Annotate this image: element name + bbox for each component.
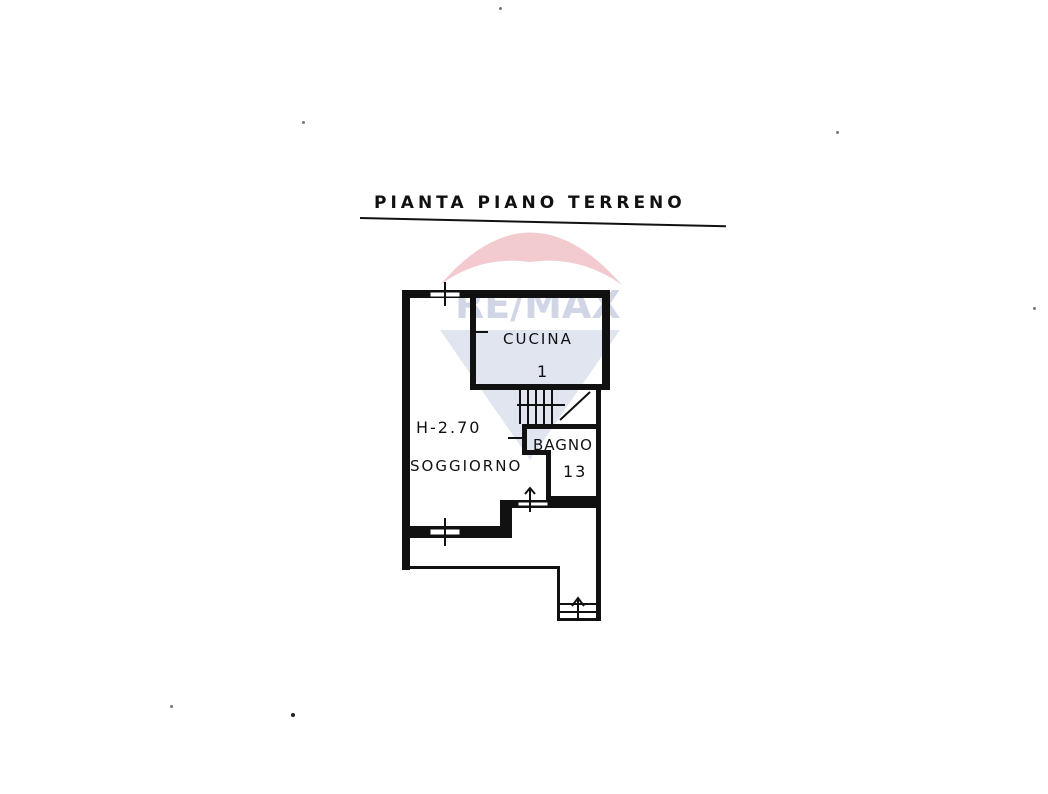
- scan-speck: [302, 121, 305, 124]
- scan-speck: [836, 131, 839, 134]
- bathroom-label: BAGNO: [533, 436, 593, 454]
- scan-speck: [1033, 307, 1036, 310]
- scan-speck: [291, 713, 295, 717]
- living-label: SOGGIORNO: [410, 457, 523, 475]
- kitchen-label: CUCINA: [503, 330, 573, 348]
- scan-speck: [499, 7, 502, 10]
- scan-speck: [170, 705, 173, 708]
- plan-title: PIANTA PIANO TERRENO: [374, 193, 686, 213]
- svg-text:RE/MAX: RE/MAX: [455, 283, 621, 327]
- ceiling-height: H-2.70: [416, 418, 482, 437]
- kitchen-number: 1: [537, 362, 550, 381]
- bathroom-number: 13: [563, 462, 588, 481]
